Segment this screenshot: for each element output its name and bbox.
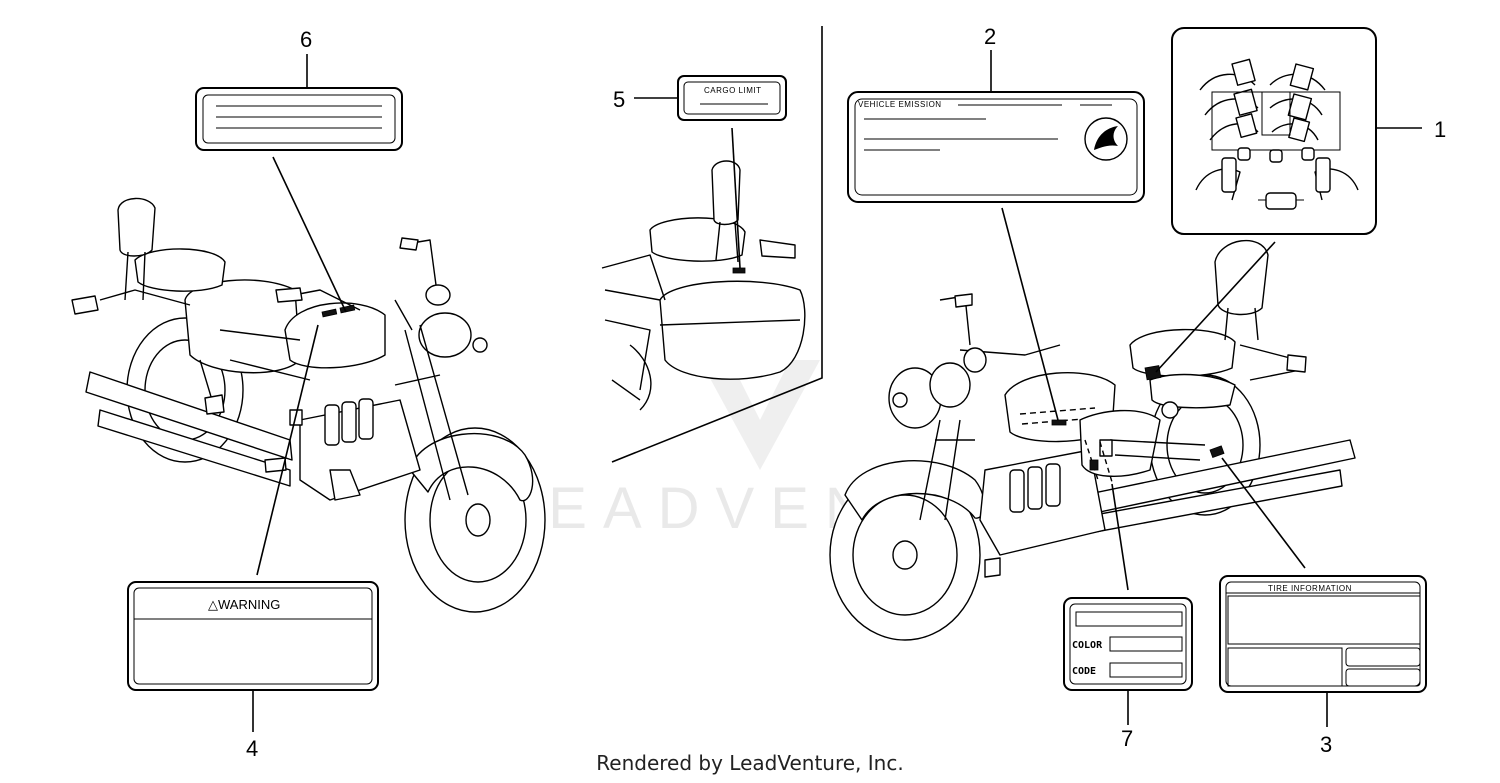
label-3-plate: TIRE INFORMATION bbox=[1219, 575, 1427, 693]
footer-credit: Rendered by LeadVenture, Inc. bbox=[596, 751, 904, 775]
color-text: COLOR bbox=[1072, 640, 1103, 651]
label-7-plate: COLOR CODE bbox=[1063, 597, 1193, 691]
vehicle-emission-text: VEHICLE EMISSION bbox=[858, 100, 942, 109]
callout-3: 3 bbox=[1320, 732, 1332, 757]
leader-7 bbox=[1111, 483, 1129, 725]
callout-4: 4 bbox=[246, 736, 258, 761]
label-4-plate: △WARNING bbox=[127, 581, 379, 691]
label-1-plate bbox=[1171, 27, 1377, 235]
inset-motorcycle bbox=[601, 160, 806, 411]
right-motorcycle bbox=[829, 239, 1356, 641]
callout-7: 7 bbox=[1121, 726, 1133, 751]
honda-wing-logo bbox=[1084, 117, 1128, 161]
leader-6 bbox=[272, 54, 347, 313]
watermark-logo bbox=[700, 360, 820, 470]
leader-5 bbox=[634, 97, 741, 269]
callout-5: 5 bbox=[613, 87, 625, 112]
leader-4 bbox=[252, 324, 319, 732]
label-5-plate: CARGO LIMIT bbox=[677, 75, 787, 121]
label-6-plate bbox=[195, 87, 403, 151]
schematic-drawing bbox=[1195, 58, 1359, 210]
label-2-plate: VEHICLE EMISSION bbox=[847, 91, 1145, 203]
warning-text: △WARNING bbox=[208, 597, 280, 612]
leader-3 bbox=[1221, 457, 1328, 727]
leader-2 bbox=[990, 50, 1059, 421]
tire-information-text: TIRE INFORMATION bbox=[1268, 584, 1352, 593]
code-text: CODE bbox=[1072, 666, 1096, 677]
leader-1 bbox=[1155, 127, 1422, 373]
inset-divider bbox=[611, 26, 823, 463]
callout-2: 2 bbox=[984, 24, 996, 49]
callout-6: 6 bbox=[300, 27, 312, 52]
callout-1: 1 bbox=[1434, 117, 1446, 142]
cargo-limit-text: CARGO LIMIT bbox=[704, 86, 762, 95]
left-motorcycle bbox=[71, 197, 546, 613]
